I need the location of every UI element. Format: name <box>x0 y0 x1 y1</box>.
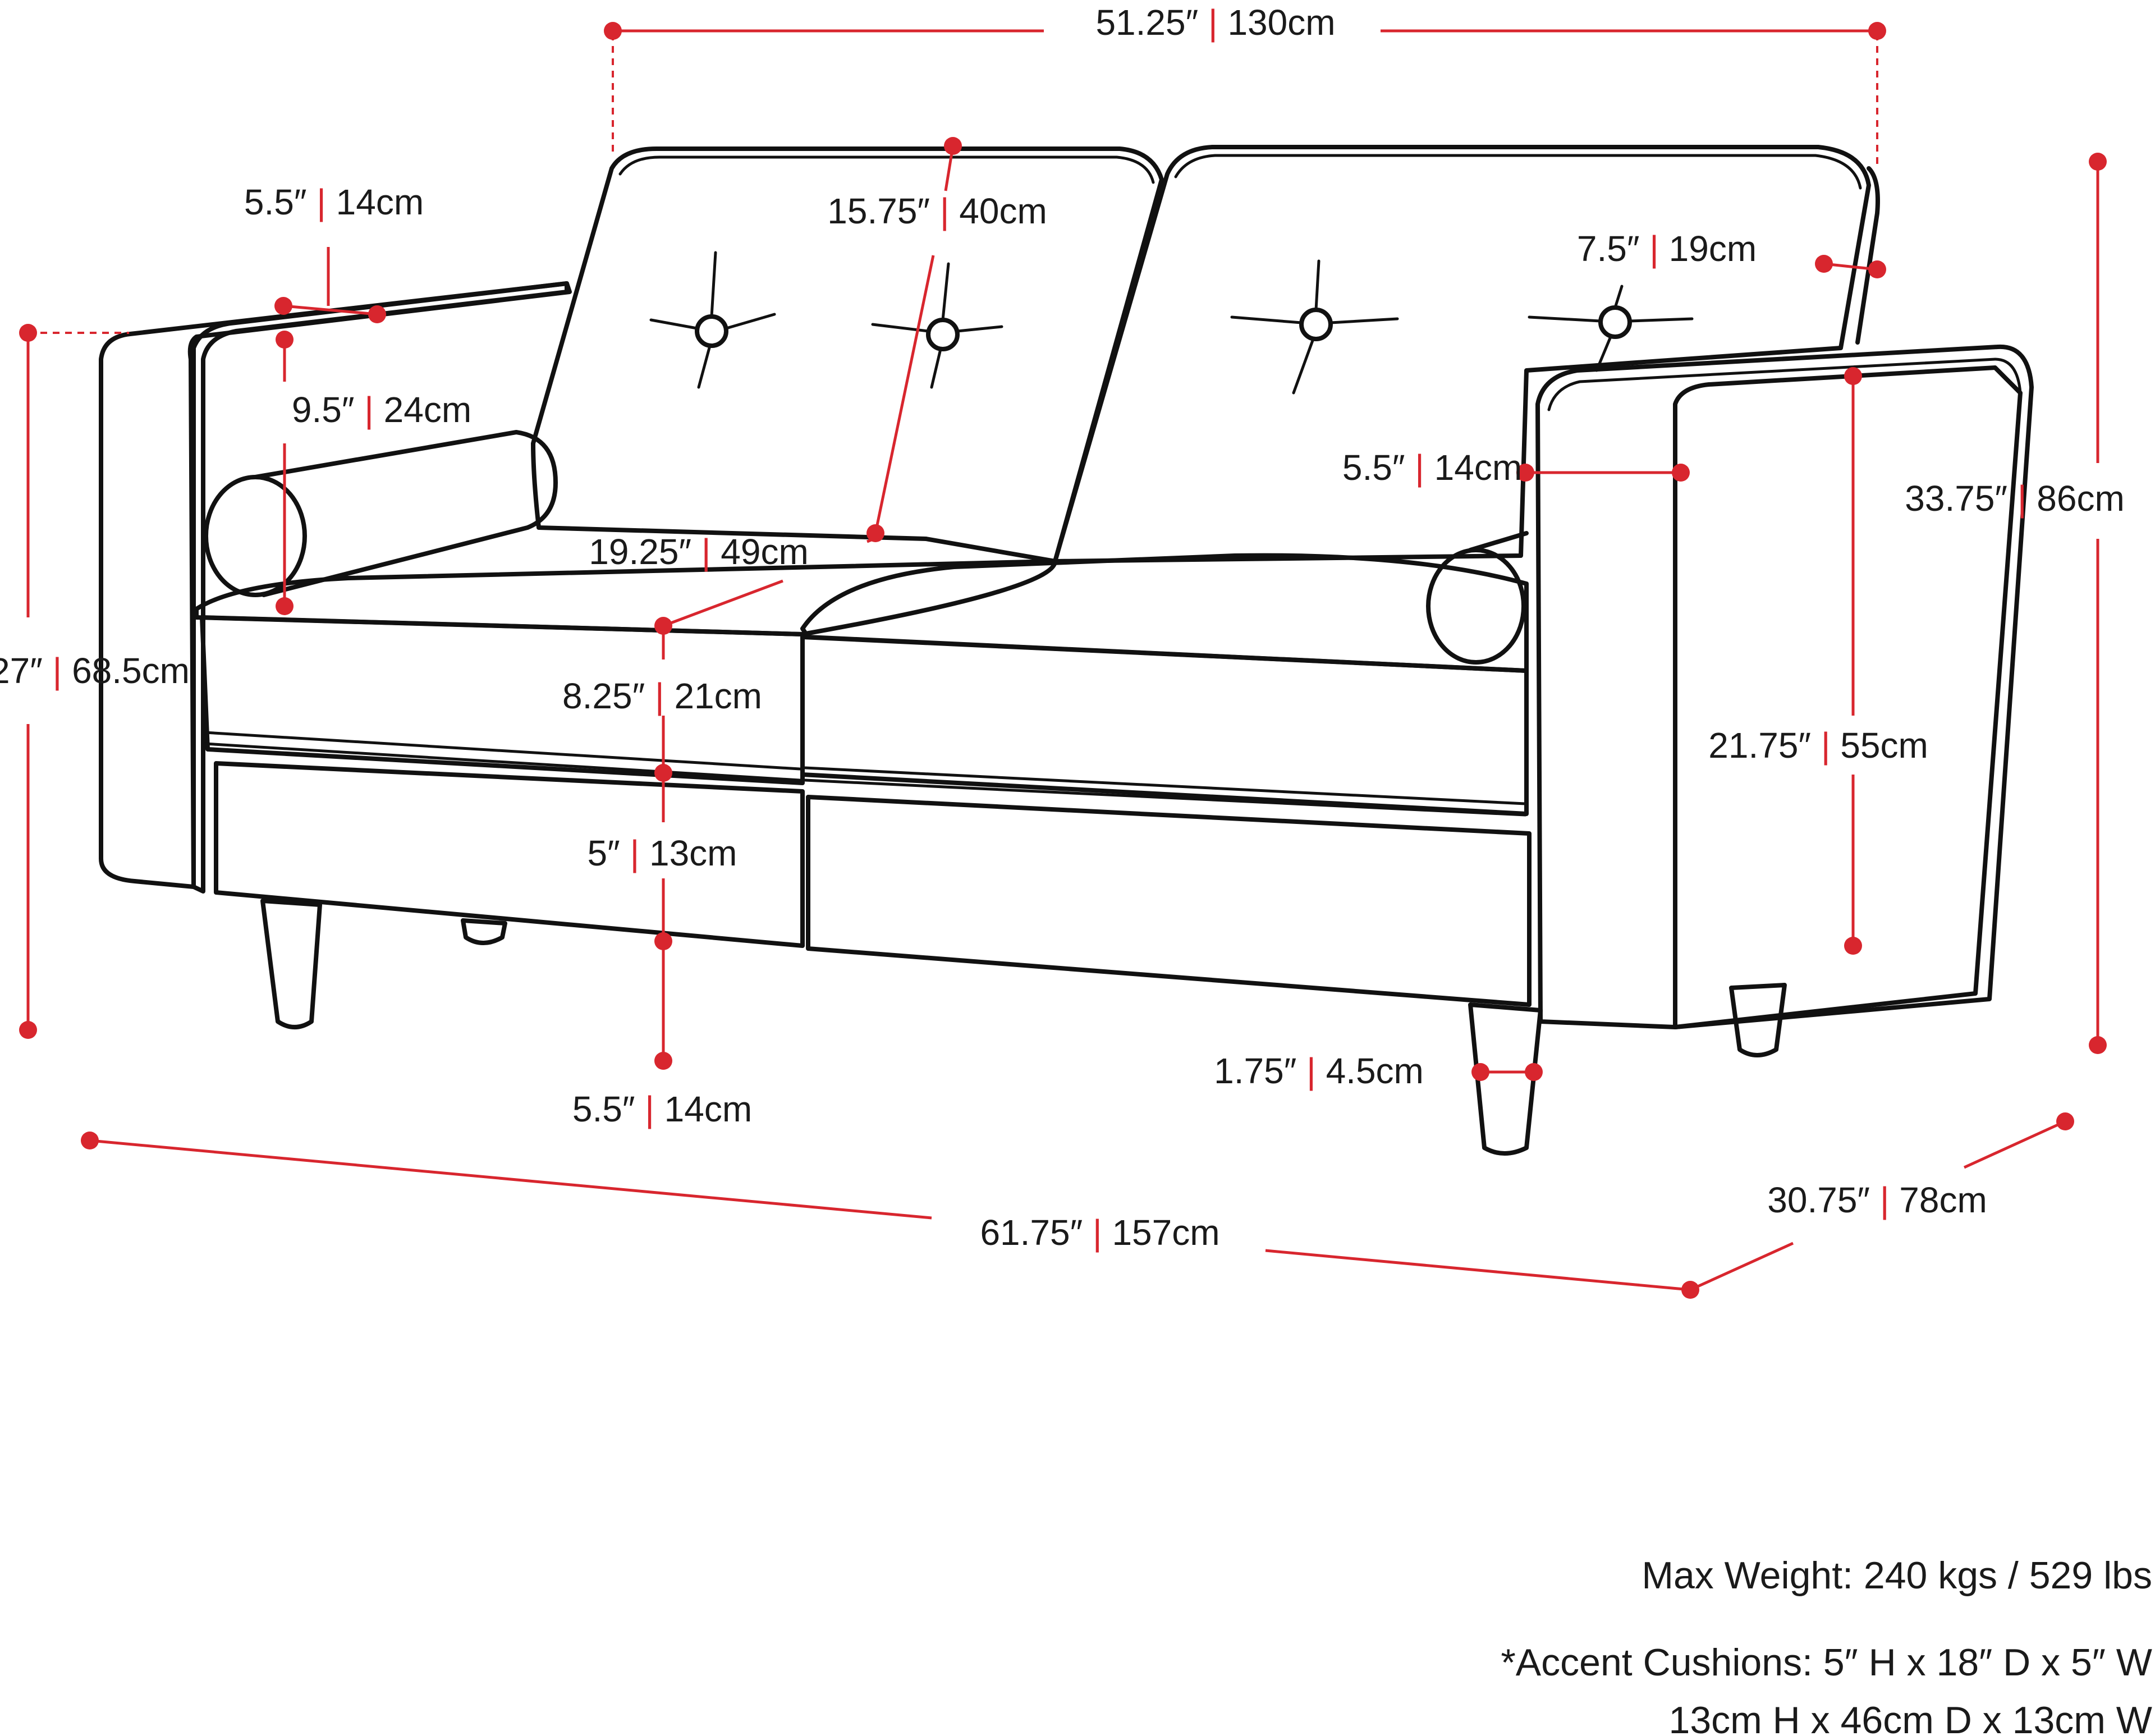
measure-dot <box>2089 1036 2107 1054</box>
label-arm-total-height: 27″ | 68.5cm <box>0 651 190 691</box>
tuft-button <box>1598 305 1632 339</box>
label-inner-arm-width: 5.5″ | 14cm <box>1342 447 1522 488</box>
measure-dot <box>1844 937 1862 955</box>
left-backrest-piping <box>618 155 1155 184</box>
label-base-height: 5″ | 13cm <box>588 833 737 873</box>
loveseat-drawing <box>99 145 2034 1156</box>
right-arm-inner-piping <box>1547 358 2022 411</box>
dimension-guides <box>19 22 2107 1299</box>
measure-dot <box>19 324 37 342</box>
sofa-leg <box>1729 983 1787 1057</box>
label-back-depth: 7.5″ | 19cm <box>1577 228 1757 269</box>
left-base-panel <box>214 761 805 948</box>
measure-dot <box>1516 464 1534 482</box>
measure-dot <box>654 1052 672 1070</box>
accent-cushions-note-cm: 13cm H x 46cm D x 13cm W <box>1669 1699 2153 1736</box>
label-total-width: 61.75″ | 157cm <box>980 1212 1219 1253</box>
measure-dot <box>81 1132 99 1149</box>
specification-notes: Max Weight: 240 kgs / 529 lbs *Accent Cu… <box>1501 1554 2152 1736</box>
left-arm-front-panel <box>191 281 569 894</box>
tufting-buttons <box>649 251 1694 395</box>
dimension-labels: 51.25″ | 130cm 5.5″ | 14cm 15.75″ | 40cm… <box>0 2 2125 1253</box>
label-backrest-height: 15.75″ | 40cm <box>827 191 1047 231</box>
max-weight-note: Max Weight: 240 kgs / 529 lbs <box>1642 1554 2152 1597</box>
right-arm-front-panel <box>1535 344 2034 1029</box>
measure-dot <box>1471 1063 1489 1081</box>
right-arm-outer-panel <box>1673 365 2023 1029</box>
measure-dot <box>654 764 672 782</box>
label-arm-top-width: 5.5″ | 14cm <box>244 182 424 222</box>
measure-dot <box>276 331 294 349</box>
left-bolster-cushion <box>204 430 558 597</box>
label-total-height: 33.75″ | 86cm <box>1905 478 2125 519</box>
back-frame-edge <box>1855 166 1880 345</box>
measure-dot <box>2056 1112 2074 1130</box>
measure-dot <box>654 932 672 950</box>
measure-dot <box>276 597 294 615</box>
measure-dot <box>1868 22 1886 40</box>
left-seat-cushion <box>194 559 1057 636</box>
label-top-width: 51.25″ | 130cm <box>1095 2 1335 43</box>
sofa-leg <box>461 918 507 945</box>
right-bolster-cushion <box>1426 531 1529 665</box>
measure-dot <box>1815 255 1833 273</box>
measure-dot <box>1844 367 1862 385</box>
sofa-leg <box>260 899 322 1029</box>
measure-dot <box>274 297 292 315</box>
right-base-panel <box>806 795 1532 1007</box>
sofa-leg <box>1468 1002 1543 1156</box>
measure-dot <box>2089 153 2107 171</box>
label-total-depth: 30.75″ | 78cm <box>1767 1180 1987 1220</box>
measure-dot <box>944 137 962 155</box>
tuft-button <box>926 318 960 351</box>
measure-dot <box>19 1021 37 1039</box>
measure-dot <box>368 305 386 323</box>
measure-dot <box>1525 1063 1543 1081</box>
left-seat-cushion-front <box>200 615 805 785</box>
right-seat-cushion <box>800 553 1529 673</box>
tuft-button <box>695 314 728 348</box>
right-seat-cushion-front <box>800 635 1529 816</box>
tuft-button <box>1299 308 1333 341</box>
left-arm-outer-panel <box>99 281 572 889</box>
label-leg-width: 1.75″ | 4.5cm <box>1214 1051 1424 1091</box>
right-backrest-piping <box>1174 154 1862 190</box>
label-arm-height: 9.5″ | 24cm <box>292 390 471 430</box>
measure-dot <box>1672 464 1690 482</box>
label-arm-front-height: 21.75″ | 55cm <box>1708 725 1928 766</box>
left-backrest-cushion <box>531 146 1164 564</box>
measure-dot <box>604 22 622 40</box>
accent-cushions-note-inches: *Accent Cushions: 5″ H x 18″ D x 5″ W <box>1501 1641 2152 1684</box>
label-cushion-height: 8.25″ | 21cm <box>562 676 762 716</box>
measure-dot <box>1868 260 1886 278</box>
right-backrest-cushion <box>1053 145 1871 564</box>
label-leg-height: 5.5″ | 14cm <box>572 1089 752 1129</box>
label-seat-depth: 19.25″ | 49cm <box>589 532 809 572</box>
